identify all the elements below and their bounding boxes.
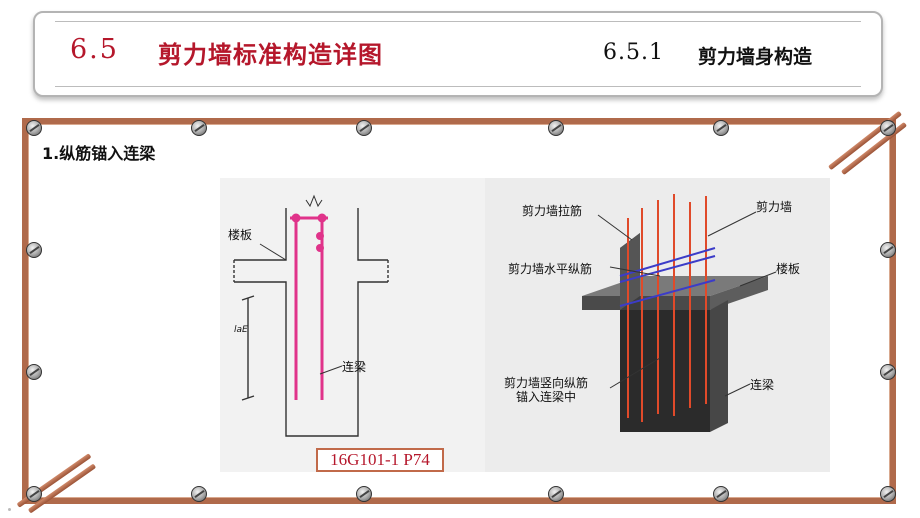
left-beam-label: 连梁 [342,360,367,374]
section-title: 剪力墙标准构造详图 [158,40,383,69]
pin-icon [880,242,896,258]
figure-panel [220,178,830,472]
pin-icon [548,486,564,502]
pin-icon [713,486,729,502]
section-number: 6.5 [70,34,119,65]
beam-side [710,300,728,432]
item-heading: 1.纵筋锚入连梁 [42,144,156,163]
pin-icon [26,120,42,136]
board-inner-edge [28,124,890,498]
pin-icon [880,486,896,502]
pin-icon [880,120,896,136]
header-divider-top [55,21,861,22]
slab-side [710,276,768,310]
pin-icon [191,486,207,502]
pin-icon [880,364,896,380]
header-frame [33,11,883,97]
subsection-title: 剪力墙身构造 [698,46,813,68]
subsection-number: 6.5.1 [603,40,664,65]
right-beam-label: 连梁 [750,378,775,392]
slab-front [582,296,710,310]
right-slab-label: 楼板 [776,262,801,276]
right-wall-label: 剪力墙 [756,200,793,214]
horizontal-bar-label: 剪力墙水平纵筋 [508,262,593,276]
coupling-beam [620,310,710,432]
pin-icon [356,120,372,136]
tie-bar-label: 剪力墙拉筋 [522,204,583,218]
wall-upper-face [620,233,640,310]
pin-icon [26,364,42,380]
left-slab-label: 楼板 [228,228,253,242]
header-divider-bottom [55,86,861,87]
reference-label: 16G101-1 P74 [316,448,444,472]
pin-icon [26,486,42,502]
pin-icon [713,120,729,136]
vertical-bar-label-1: 剪力墙竖向纵筋 [504,376,589,390]
vertical-bar-label-2: 锚入连梁中 [516,390,577,404]
page-dot [8,508,11,511]
pin-icon [356,486,372,502]
anchor-length-label: laE [234,325,248,335]
leader-lines [597,211,777,397]
pin-icon [26,242,42,258]
vertical-rebars [627,194,707,422]
left-rebar [290,213,328,400]
pin-icon [548,120,564,136]
left-figure-bg [220,178,485,472]
pin-icon [191,120,207,136]
figure-drawing [220,178,830,472]
